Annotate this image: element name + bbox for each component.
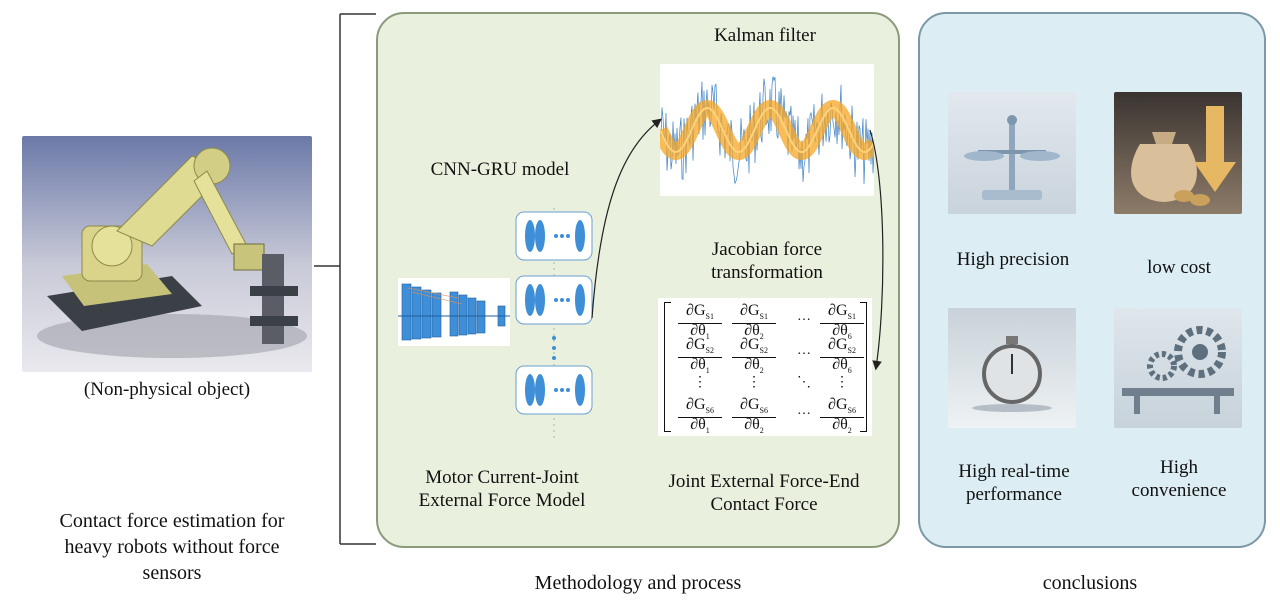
matrix-cell: … [797,343,811,358]
motor-model-label: Motor Current-Joint External Force Model [388,466,616,512]
conclusion-label-cost: low cost [1147,257,1211,278]
jacobian-line: Jacobian force [711,239,823,260]
money-bag-down-arrow-icon [1131,106,1236,206]
stopwatch-icon [972,336,1052,412]
matrix-cell: ⋱ [797,375,811,390]
realtime-line: High real-time [958,461,1070,482]
matrix-cell: ∂GS1∂θ2 [732,302,776,343]
matrix-cell: ∂GS1∂θ6 [820,302,864,343]
cost-image [1114,92,1242,214]
matrix-cell: ⋮ [747,375,761,390]
balance-scale-icon [964,115,1060,200]
conclusion-label-convenience: High convenience [1104,456,1254,502]
matrix-cell: ⋮ [835,375,849,390]
conclusion-label-precision: High precision [956,249,1070,270]
cnn-gru-label: CNN-GRU model [430,159,570,180]
robot-image [22,136,312,372]
joint-force-label: Joint External Force-End Contact Force [632,470,896,516]
convenience-line: High [1160,457,1198,478]
realtime-line: performance [966,484,1062,505]
matrix-cell: ∂GS6∂θ2 [820,396,864,437]
jacobian-line: transformation [711,262,823,283]
matrix-cell: ∂GS2∂θ2 [732,336,776,377]
description-line: sensors [142,562,202,584]
matrix-bracket-left [664,302,671,432]
jacobian-matrix: ∂GS1∂θ1∂GS1∂θ2 … ∂GS1∂θ6 ∂GS2∂θ1∂GS2∂θ2 … ∂GS… [658,298,872,436]
motor-model-line: Motor Current-Joint [425,467,579,488]
conclusions-title: conclusions [1042,572,1138,594]
matrix-cell: … [797,309,811,324]
matrix-cell: ∂GS6∂θ2 [732,396,776,437]
methodology-title: Methodology and process [534,572,742,594]
jacobian-label: Jacobian force transformation [660,238,874,284]
cnn-diagram [398,278,510,346]
matrix-cell: … [797,403,811,418]
precision-image [948,92,1076,214]
matrix-bracket-right [860,302,867,432]
gears-icon [1122,326,1234,414]
description-line: heavy robots without force [64,536,280,558]
motor-model-line: External Force Model [418,490,586,511]
realtime-image [948,308,1076,428]
matrix-cell: ∂GS2∂θ6 [820,336,864,377]
conclusion-label-realtime: High real-time performance [932,460,1096,506]
matrix-cell: ⋮ [693,375,707,390]
convenience-image [1114,308,1242,428]
left-description: Contact force estimation for heavy robot… [14,508,330,586]
matrix-cell: ∂GS1∂θ1 [678,302,722,343]
gru-stack [515,208,593,438]
matrix-cell: ∂GS2∂θ1 [678,336,722,377]
filtered-signal-line [660,106,874,154]
joint-force-line: Joint External Force-End [668,471,860,492]
gru-cell [515,211,593,261]
bracket-connector [314,13,376,545]
arrow-to-kalman [591,118,662,319]
robot-caption: (Non-physical object) [83,379,251,400]
matrix-cell: ∂GS6∂θ1 [678,396,722,437]
joint-force-line: Contact Force [710,494,818,515]
kalman-signal-image [660,64,874,196]
flow-arrows [591,118,884,371]
arrow-to-matrix [869,129,884,371]
convenience-line: convenience [1131,480,1227,501]
robot-arm-icon [37,147,307,358]
description-line: Contact force estimation for [59,510,285,532]
kalman-filter-label: Kalman filter [714,25,816,46]
